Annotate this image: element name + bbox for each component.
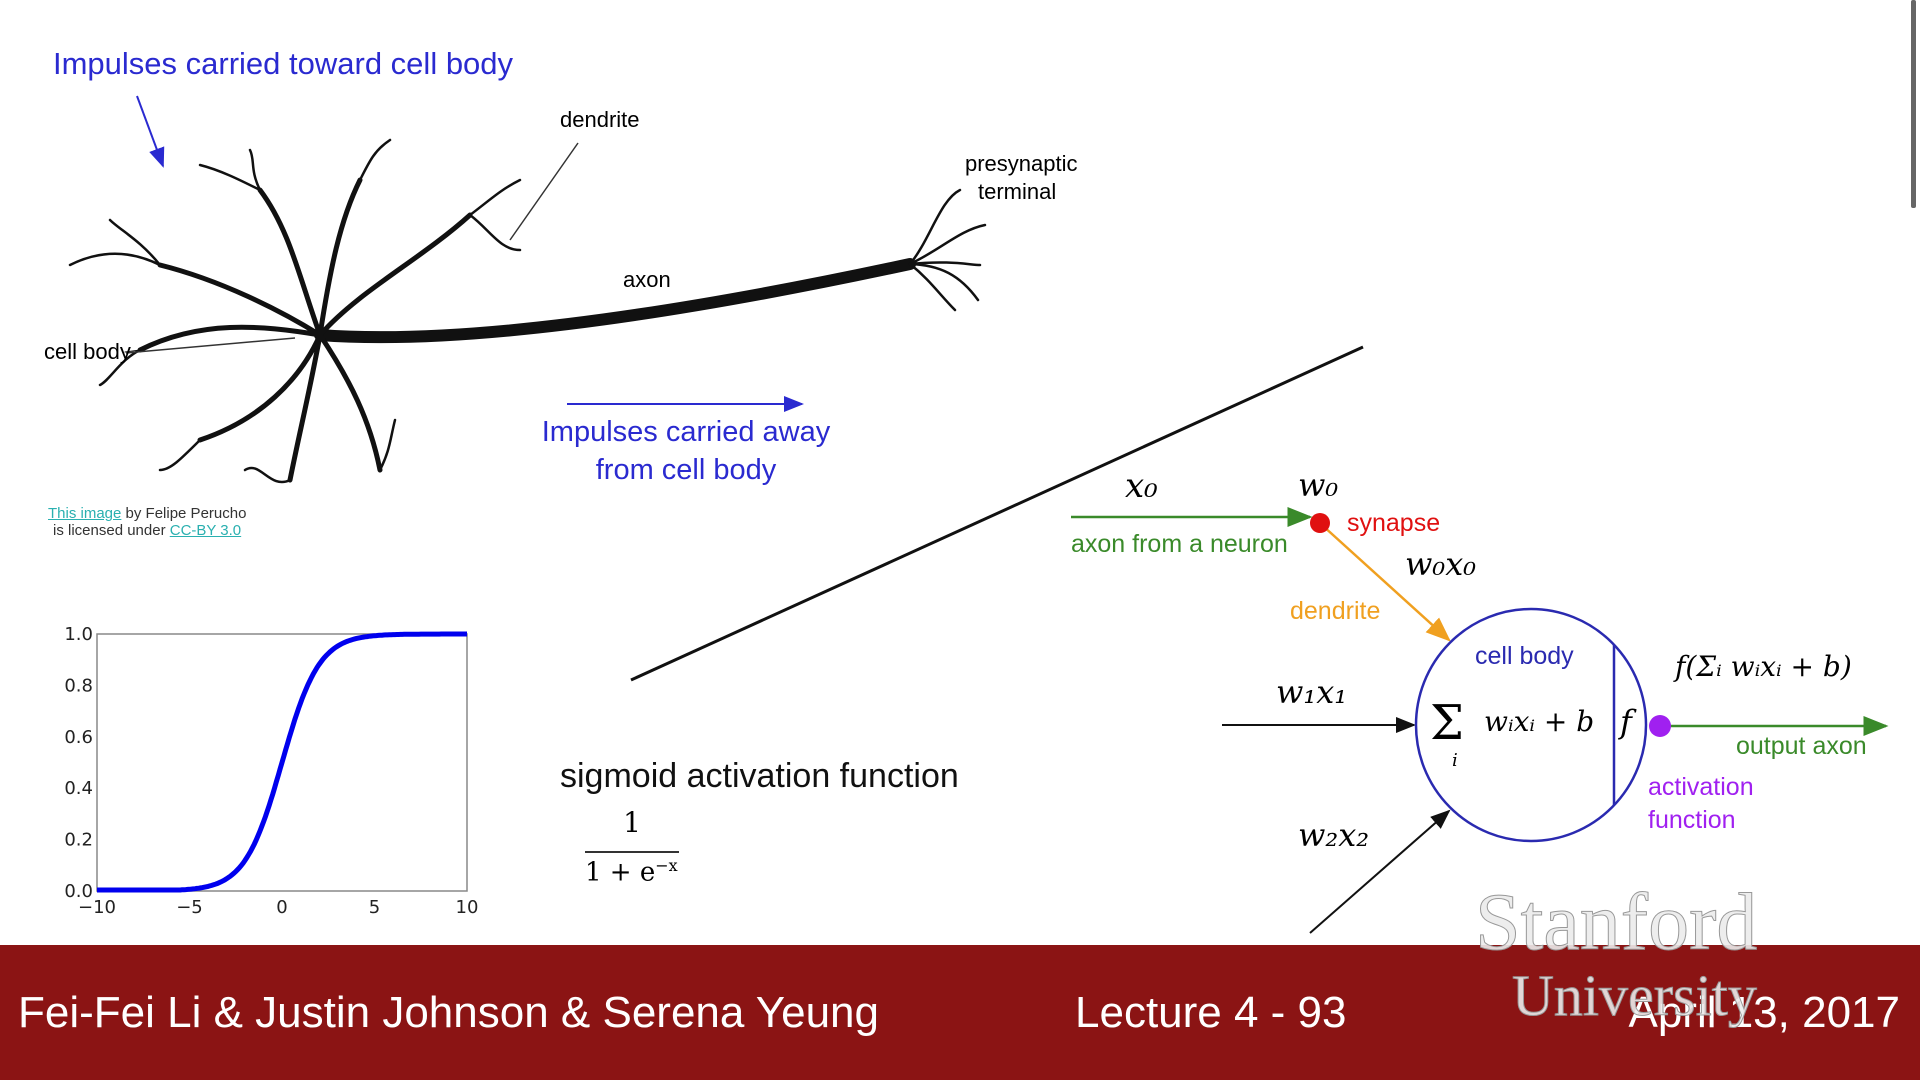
x-tick-label: 0 (276, 897, 287, 918)
sum-expression: wᵢxᵢ + b (1484, 705, 1595, 738)
x-tick-label: 10 (456, 897, 479, 918)
y-tick-label: 1.0 (64, 624, 93, 645)
university-watermark: University (1512, 963, 1758, 1029)
footer-bar (0, 945, 1920, 1080)
sigmoid-numerator: 1 (623, 806, 641, 839)
toward-label: Impulses carried toward cell body (53, 46, 514, 81)
w0-label: w₀ (1298, 466, 1339, 504)
dendrite-label: dendrite (560, 107, 640, 132)
w1x1-label: w₁x₁ (1276, 673, 1348, 711)
sum-index: i (1452, 750, 1458, 771)
presynaptic-label: presynaptic (965, 151, 1078, 176)
terminal-label: terminal (978, 179, 1057, 204)
y-tick-label: 0.4 (64, 778, 93, 799)
away-label-2: from cell body (595, 454, 777, 486)
w0x0-label: w₀x₀ (1405, 545, 1477, 583)
footer-authors: Fei-Fei Li & Justin Johnson & Serena Yeu… (18, 988, 879, 1037)
w2x2-label: w₂x₂ (1298, 816, 1370, 854)
stanford-watermark: Stanford (1474, 876, 1758, 968)
sum-symbol: Σ (1430, 695, 1464, 751)
output-axon-label: output axon (1736, 732, 1867, 760)
axon-from-label: axon from a neuron (1071, 530, 1288, 558)
cell-body-model-label: cell body (1475, 642, 1574, 670)
synapse-label: synapse (1347, 509, 1441, 537)
y-tick-label: 0.2 (64, 830, 93, 851)
scrollbar (1911, 0, 1916, 208)
f-label: f (1620, 703, 1632, 741)
activation-label-2: function (1648, 806, 1736, 834)
output-expression: f(Σᵢ wᵢxᵢ + b) (1675, 650, 1852, 683)
image-credit: This image by Felipe Perucho is licensed… (48, 505, 247, 539)
away-label-1: Impulses carried away (541, 416, 831, 448)
axon-label: axon (623, 267, 671, 292)
sigmoid-denominator: 1 + e−x (585, 856, 678, 888)
sigmoid-curve (97, 631, 467, 893)
y-tick-label: 0.6 (64, 727, 93, 748)
cell-body-label: cell body (44, 339, 131, 364)
y-tick-label: 0.8 (64, 675, 93, 696)
image-link[interactable]: This image (48, 505, 122, 522)
y-tick-label: 0.0 (64, 881, 93, 902)
sigmoid-title: sigmoid activation function (560, 757, 959, 795)
synapse-dot (1310, 513, 1330, 533)
x-tick-label: 5 (369, 897, 380, 918)
x-tick-label: −5 (176, 897, 203, 918)
x-tick-label: −10 (78, 897, 116, 918)
dendrite-model-label: dendrite (1290, 597, 1381, 625)
activation-label-1: activation (1648, 773, 1754, 801)
x0-label: x₀ (1125, 466, 1158, 506)
license-link[interactable]: CC-BY 3.0 (169, 522, 242, 539)
activation-dot (1649, 715, 1671, 737)
cell-body-circle (1414, 607, 1648, 843)
footer-date: April 13, 2017 (1628, 988, 1900, 1037)
footer-lecture: Lecture 4 - 93 (1075, 988, 1347, 1037)
